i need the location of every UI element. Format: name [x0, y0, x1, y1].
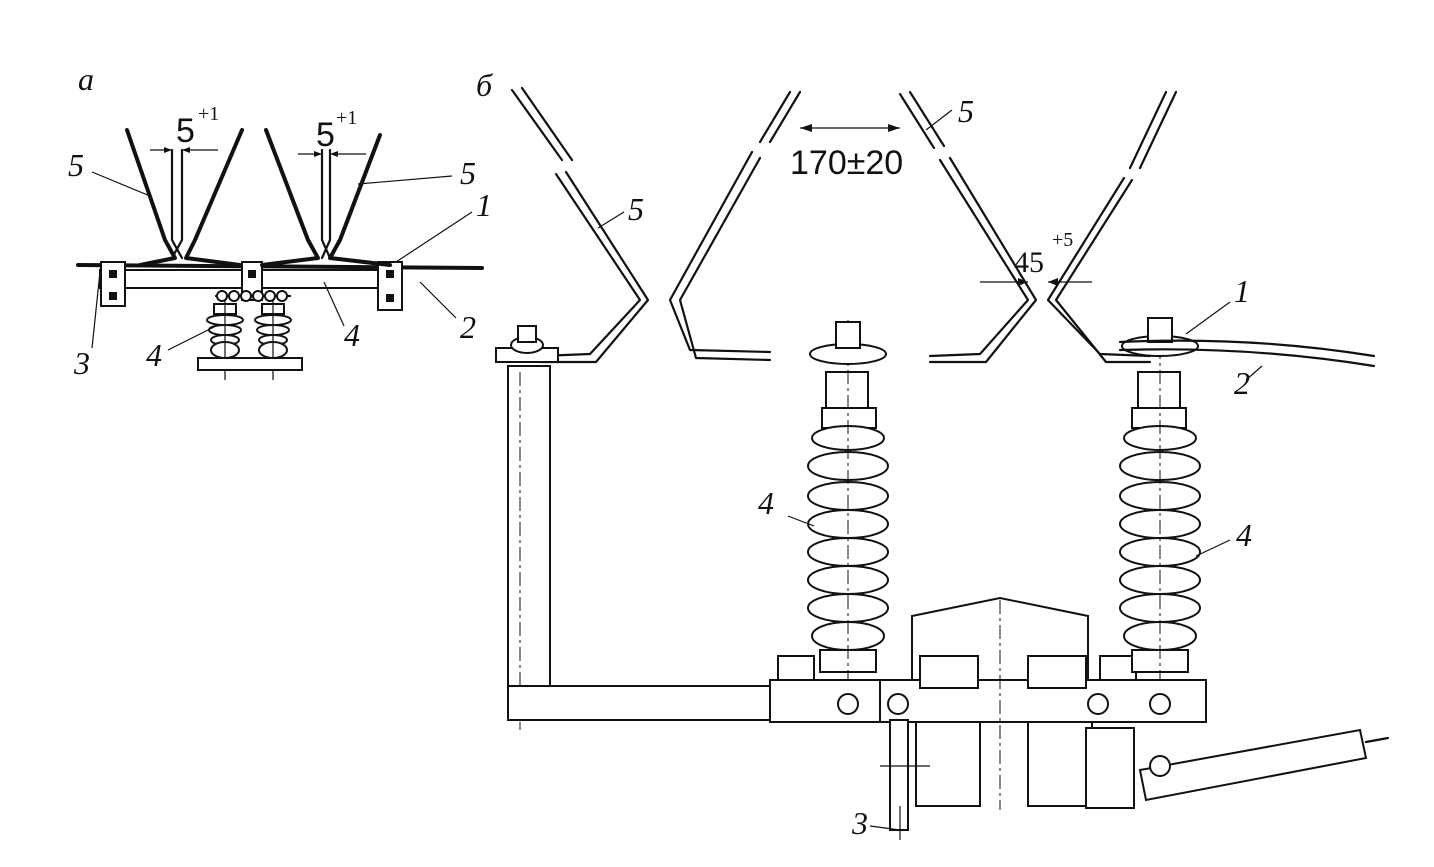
label-b-3: 3 — [851, 805, 868, 841]
support-pillar-b — [495, 325, 559, 730]
panel-a-letter: а — [78, 61, 94, 97]
horn-gap-value: 170±20 — [790, 144, 903, 182]
leaders-a — [91, 171, 473, 351]
gap-left-base: 5 — [176, 112, 195, 150]
insulator-right-a — [254, 300, 292, 380]
panel-b-letter: б — [476, 67, 493, 103]
label-a-2: 2 — [460, 309, 476, 345]
panel-b: б — [476, 67, 1390, 841]
horn-left-b — [510, 86, 650, 364]
base-beam-b — [507, 655, 1207, 723]
gap-right-base: 5 — [316, 116, 335, 154]
label-a-4-right: 4 — [344, 317, 360, 353]
label-b-5-top: 5 — [958, 93, 974, 129]
insulator-right-b — [1119, 317, 1201, 680]
dim-gap-right-a: 5 +1 — [298, 107, 366, 157]
label-b-5-left: 5 — [628, 191, 644, 227]
mechanism-housing-b — [911, 596, 1093, 810]
lead-cable-b — [1118, 339, 1376, 368]
base-plate-a — [197, 357, 303, 371]
dim-horn-gap-b: 170±20 — [790, 124, 903, 182]
label-a-1: 1 — [476, 187, 492, 223]
horn-angle-base: 45 — [1014, 246, 1044, 279]
insulator-left-a — [206, 300, 244, 380]
drive-rod-b — [1085, 727, 1390, 809]
label-a-3: 3 — [73, 345, 90, 381]
panel-a: а — [68, 61, 492, 381]
gap-right-tol: +1 — [336, 107, 357, 129]
horn-pair-left-a — [125, 128, 244, 267]
dim-horn-angle-b: 45 +5 — [980, 229, 1092, 286]
label-b-4-right: 4 — [1236, 517, 1252, 553]
horn-middle-right-b — [898, 90, 1038, 364]
label-a-4-left: 4 — [146, 337, 162, 373]
label-a-5-left: 5 — [68, 147, 84, 183]
label-b-2: 2 — [1234, 365, 1250, 401]
label-b-4-left: 4 — [758, 485, 774, 521]
gap-left-tol: +1 — [198, 103, 219, 125]
leaders-b — [597, 109, 1263, 831]
horn-middle-left-b — [668, 90, 802, 362]
insulator-chain-a — [214, 290, 292, 302]
horn-angle-tol: +5 — [1052, 229, 1073, 251]
insulator-center-b — [807, 320, 889, 680]
label-b-1: 1 — [1234, 273, 1250, 309]
horn-right-b — [1046, 90, 1178, 364]
dim-gap-left-a: 5 +1 — [150, 103, 219, 153]
label-a-5-right: 5 — [460, 155, 476, 191]
base-strip-a — [76, 263, 484, 289]
horn-pair-right-a — [260, 128, 392, 267]
